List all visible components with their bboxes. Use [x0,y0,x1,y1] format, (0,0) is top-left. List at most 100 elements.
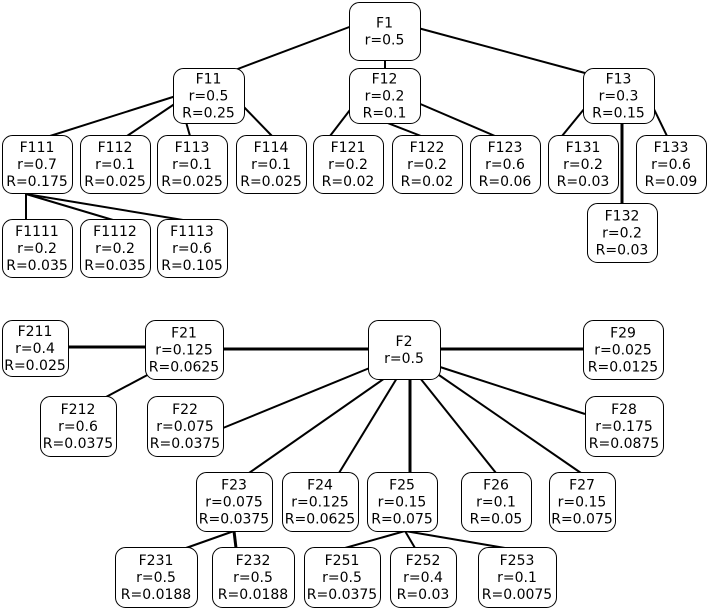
node-box [478,547,557,608]
node-box [587,203,658,263]
node-box [2,219,73,278]
node-box [282,472,359,532]
node-box [585,396,664,457]
node-label: F121 [331,140,366,156]
node-local-ratio: r=0.5 [365,33,405,49]
node-label: F11 [196,72,222,88]
node-local-ratio: r=0.1 [497,570,537,586]
node-local-ratio: r=0.15 [378,495,427,511]
node-global-ratio: R=0.025 [161,174,223,190]
node-local-ratio: r=0.4 [403,570,443,586]
node-local-ratio: r=0.2 [17,241,57,257]
node-local-ratio: r=0.4 [15,341,55,357]
node-box [145,320,224,380]
node-label: F111 [20,140,55,156]
node-box [40,396,117,457]
edge-f23-f231 [185,530,235,549]
node-label: F232 [236,553,271,569]
node-local-ratio: r=0.2 [602,226,642,242]
node-global-ratio: R=0.035 [84,258,146,274]
edge-f11-f112 [126,102,177,137]
node-label: F1111 [15,224,59,240]
edge-f11-f114 [239,102,273,137]
node-box [392,135,463,194]
node-local-ratio: r=0.7 [17,157,57,173]
node-box [304,547,381,608]
edge-f25-f253 [404,530,506,549]
node-box [390,547,457,608]
node-local-ratio: r=0.5 [322,570,362,586]
edge-f11-f113 [185,121,191,137]
edge-f12-f122 [384,121,422,137]
node-box [349,68,421,124]
node-label: F1 [376,16,393,32]
edge-f111-f1112 [25,193,114,221]
node-global-ratio: R=0.105 [161,258,223,274]
node-label: F113 [175,140,210,156]
node-label: F21 [171,326,197,342]
node-global-ratio: R=0.06 [479,174,532,190]
edge-f2-f28 [439,366,586,415]
node-box [80,219,151,278]
node-global-ratio: R=0.0188 [121,587,191,603]
node-global-ratio: R=0.02 [322,174,375,190]
node-global-ratio: R=0.1 [363,106,407,122]
node-box [367,472,438,532]
node-local-ratio: r=0.1 [172,157,212,173]
node-global-ratio: R=0.15 [592,106,645,122]
node-label: F112 [98,140,133,156]
node-global-ratio: R=0.0625 [149,360,219,376]
node-label: F24 [307,478,333,494]
node-local-ratio: r=0.175 [595,419,653,435]
edge-f111-f1113 [25,193,184,221]
node-global-ratio: R=0.0375 [150,436,220,452]
node-box [636,135,707,194]
edge-f2-f24 [338,377,398,474]
node-global-ratio: R=0.0375 [307,587,377,603]
node-label: F1112 [93,224,137,240]
edge-f23-f232 [232,530,238,549]
node-global-ratio: R=0.0375 [43,436,113,452]
node-box [583,68,655,124]
node-box [173,68,245,124]
node-box [196,472,273,532]
node-box [583,320,664,380]
node-box [461,472,532,532]
node-box [549,472,616,532]
node-local-ratio: r=0.2 [407,157,447,173]
node-label: F122 [410,140,445,156]
node-local-ratio: r=0.125 [291,495,349,511]
node-global-ratio: R=0.0375 [199,512,269,528]
node-local-ratio: r=0.2 [563,157,603,173]
edge-f25-f252 [404,530,416,549]
node-local-ratio: r=0.6 [485,157,525,173]
node-label: F29 [610,326,636,342]
node-global-ratio: R=0.25 [182,106,235,122]
node-box [2,135,73,194]
node-label: F114 [254,140,289,156]
node-label: F133 [654,140,689,156]
node-local-ratio: r=0.15 [558,495,607,511]
node-local-ratio: r=0.125 [155,343,213,359]
node-global-ratio: R=0.025 [240,174,302,190]
node-local-ratio: r=0.2 [365,89,405,105]
